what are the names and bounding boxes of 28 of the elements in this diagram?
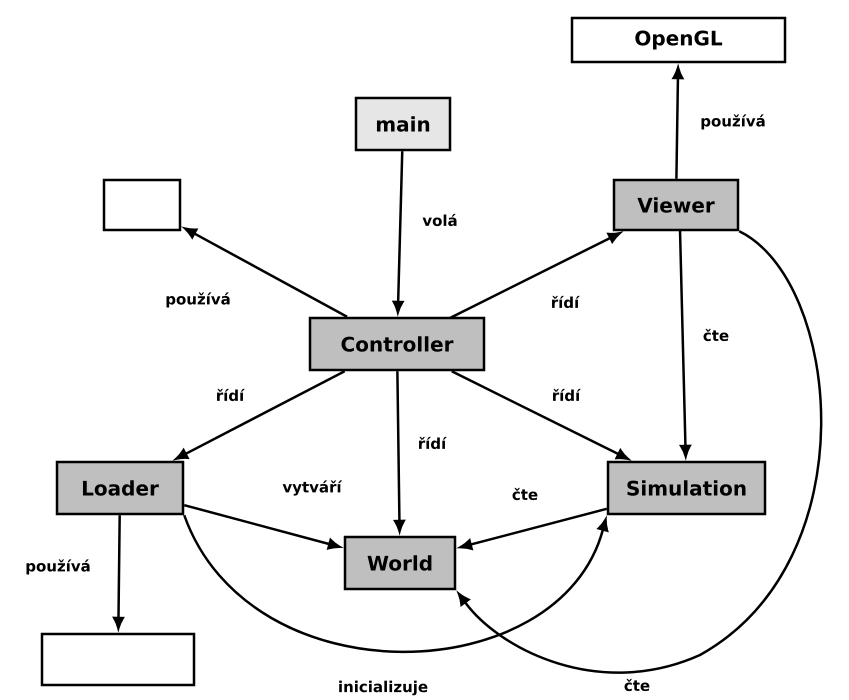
edge-label: řídí — [416, 436, 448, 450]
process-box: Simulation — [606, 460, 766, 516]
arrow — [175, 370, 346, 460]
edge-label: řídí — [550, 294, 580, 310]
edge-label: používá — [24, 558, 92, 576]
arrow — [184, 227, 348, 318]
process-box: Loader — [56, 460, 184, 516]
edge-label: čte — [510, 486, 540, 502]
arrow — [458, 230, 822, 674]
edge-label: používá — [699, 113, 767, 131]
empty-box — [102, 178, 182, 232]
arrow — [183, 514, 608, 653]
arrow — [451, 370, 629, 460]
edge-label: čte — [702, 328, 730, 342]
edge-label: vytváří — [281, 479, 343, 497]
edge-label: používá — [164, 291, 232, 309]
process-box: Viewer — [612, 178, 740, 232]
edge-label: čte — [622, 678, 652, 692]
edge-label: volá — [421, 212, 459, 228]
arrow — [449, 232, 621, 320]
process-box: OpenGL — [570, 16, 786, 64]
process-box: Controller — [308, 316, 486, 372]
edge-label: řídí — [214, 388, 246, 402]
empty-box — [40, 632, 196, 686]
edge-label: řídí — [550, 388, 582, 402]
process-box: main — [354, 96, 452, 152]
process-box: World — [344, 536, 456, 590]
edge-label: inicializuje — [336, 680, 430, 696]
